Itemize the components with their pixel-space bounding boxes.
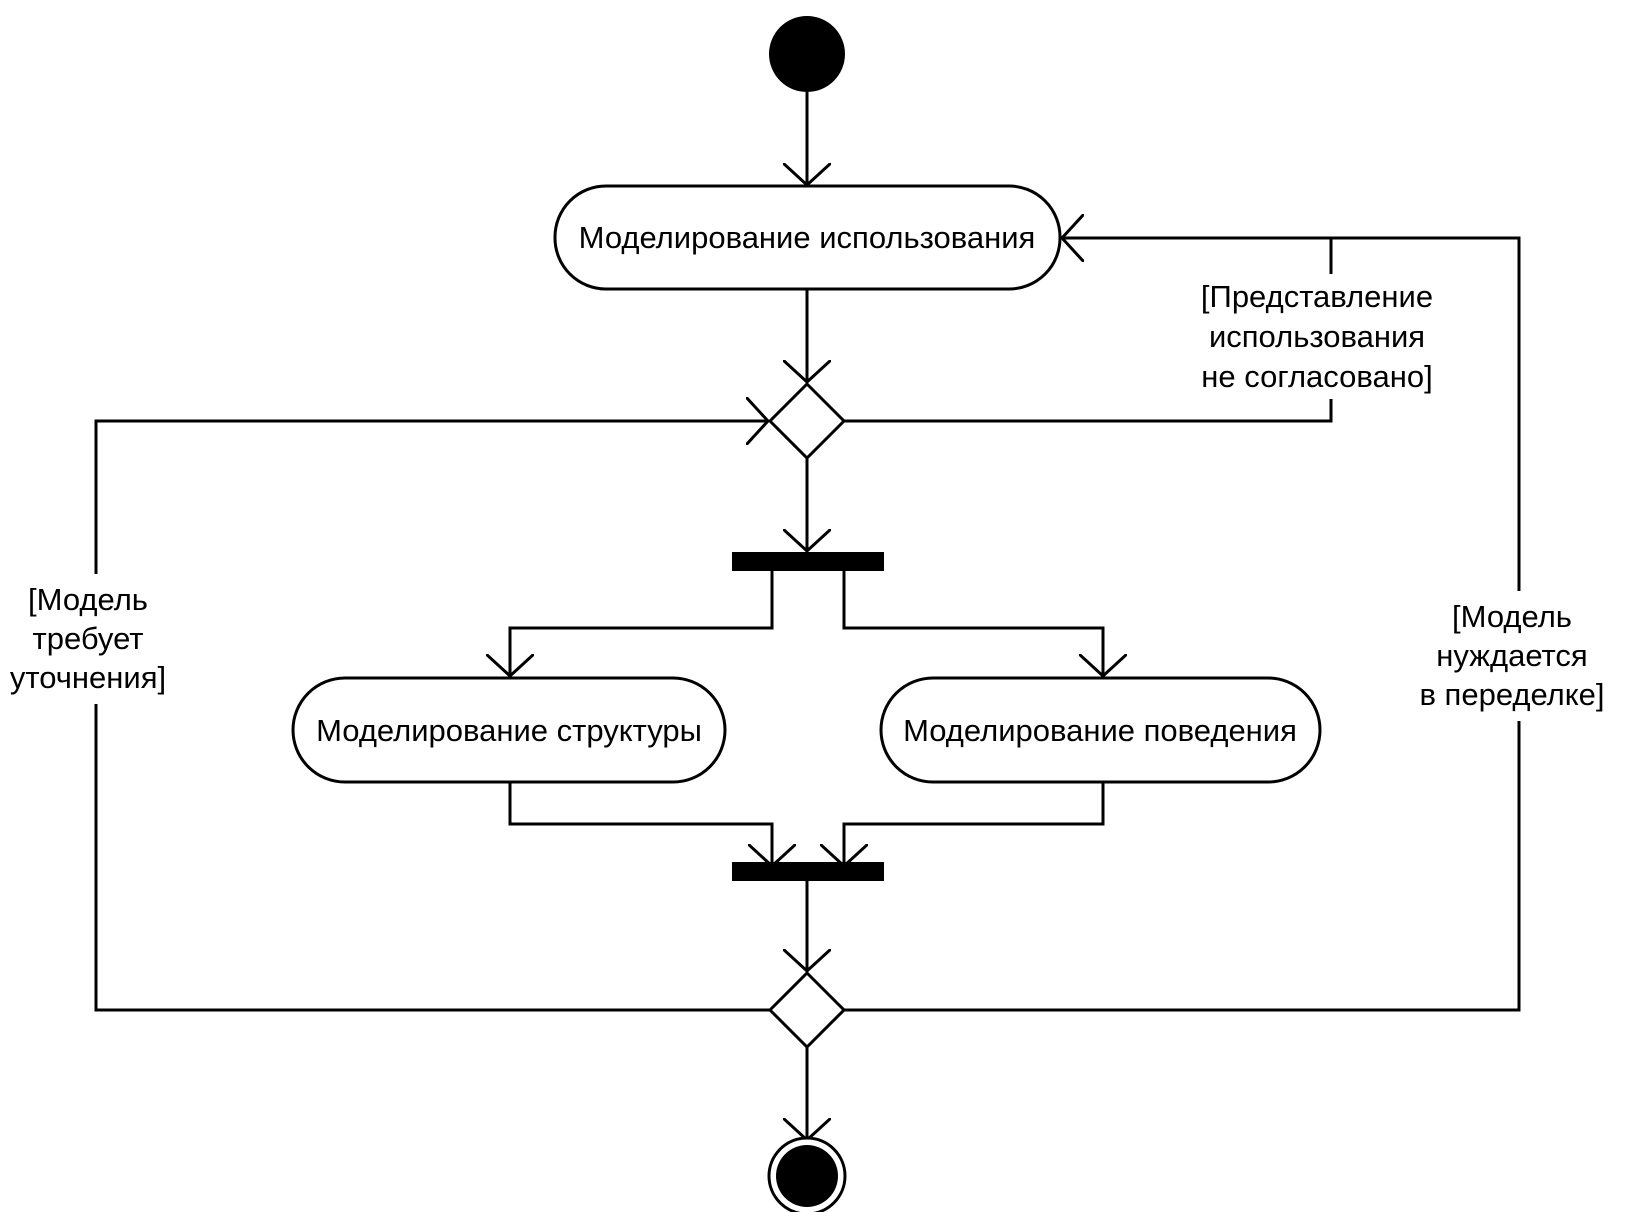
guard-use-not-agreed-line3: не согласовано] — [1201, 359, 1432, 394]
activity-use-modeling-label: Моделирование использования — [579, 220, 1036, 255]
activity-structure-modeling: Моделирование структуры — [291, 676, 727, 784]
final-node — [767, 1136, 847, 1212]
activity-structure-modeling-label: Моделирование структуры — [316, 713, 702, 748]
activity-behavior-modeling: Моделирование поведения — [879, 676, 1322, 784]
guard-needs-rework-line1: [Модель — [1452, 599, 1572, 634]
guard-needs-refinement: [Модель требует уточнения] — [10, 582, 166, 695]
flow-behavior-to-join — [844, 782, 1105, 866]
flow-fork-to-behavior — [842, 571, 1103, 676]
fork-bar — [732, 552, 884, 571]
guard-needs-refinement-line2: требует — [33, 621, 144, 656]
initial-node — [769, 16, 845, 92]
guard-needs-refinement-line3: уточнения] — [10, 660, 166, 695]
guard-needs-refinement-line1: [Модель — [28, 582, 148, 617]
guard-bg-right — [1410, 591, 1615, 721]
flow-decision2-to-decision1 — [94, 421, 770, 1012]
activity-use-modeling: Моделирование использования — [553, 184, 1062, 291]
guard-use-not-agreed: [Представление использования не согласов… — [1201, 279, 1433, 394]
flow-fork-to-structure — [510, 571, 774, 676]
guard-use-not-agreed-line1: [Представление — [1201, 279, 1433, 314]
guard-needs-rework: [Модель нуждается в переделке] — [1419, 599, 1604, 712]
guard-bg-left — [4, 574, 174, 704]
decision-node-1 — [767, 381, 847, 461]
guard-needs-rework-line3: в переделке] — [1419, 677, 1604, 712]
guard-bg-top — [1190, 274, 1444, 399]
flow-structure-to-join — [508, 782, 772, 866]
decision-node-2 — [767, 970, 847, 1050]
guard-needs-rework-line2: нуждается — [1436, 638, 1587, 673]
join-bar — [732, 862, 884, 881]
guard-use-not-agreed-line2: использования — [1209, 319, 1425, 354]
activity-behavior-modeling-label: Моделирование поведения — [903, 713, 1297, 748]
